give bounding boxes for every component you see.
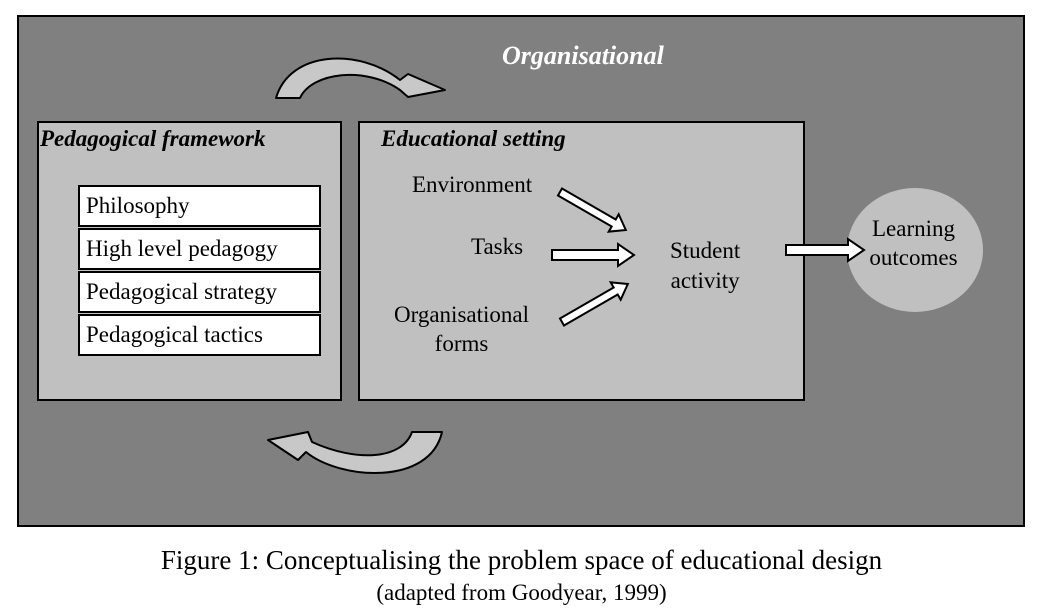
pedagogical-framework-title: Pedagogical framework: [40, 126, 266, 151]
arrow-organisational-forms: [558, 281, 630, 327]
level-high-level-pedagogy: High level pedagogy: [78, 228, 321, 270]
figure-caption: Figure 1: Conceptualising the problem sp…: [160, 545, 883, 575]
arrow-tasks: [551, 242, 636, 268]
organisational-forms-line-1: Organisational: [394, 302, 529, 327]
organisational-forms-line-2: forms: [434, 331, 489, 356]
level-pedagogical-tactics: Pedagogical tactics: [78, 314, 321, 356]
figure-source: (adapted from Goodyear, 1999): [376, 580, 667, 605]
environment-label: Environment: [412, 172, 533, 197]
learning-outcomes-label: Learning outcomes: [845, 214, 982, 272]
educational-setting-title: Educational setting: [381, 126, 566, 151]
student-activity-label: Student activity: [670, 236, 740, 296]
learning-outcomes-line-1: Learning: [871, 216, 955, 241]
learning-outcomes-ellipse: [845, 186, 985, 314]
level-philosophy: Philosophy: [78, 185, 321, 227]
student-activity-line-2: activity: [670, 268, 740, 293]
student-activity-line-1: Student: [670, 238, 741, 263]
level-pedagogical-strategy: Pedagogical strategy: [78, 271, 321, 313]
tasks-label: Tasks: [471, 234, 524, 259]
organisational-title: Organisational: [502, 41, 664, 70]
curved-arrow-top: [275, 57, 446, 99]
organisational-forms-label: Organisational forms: [394, 300, 529, 358]
learning-outcomes-line-2: outcomes: [869, 245, 958, 270]
curved-arrow-bottom: [267, 431, 443, 474]
arrow-to-outcomes: [785, 237, 866, 263]
arrow-environment: [556, 187, 628, 233]
